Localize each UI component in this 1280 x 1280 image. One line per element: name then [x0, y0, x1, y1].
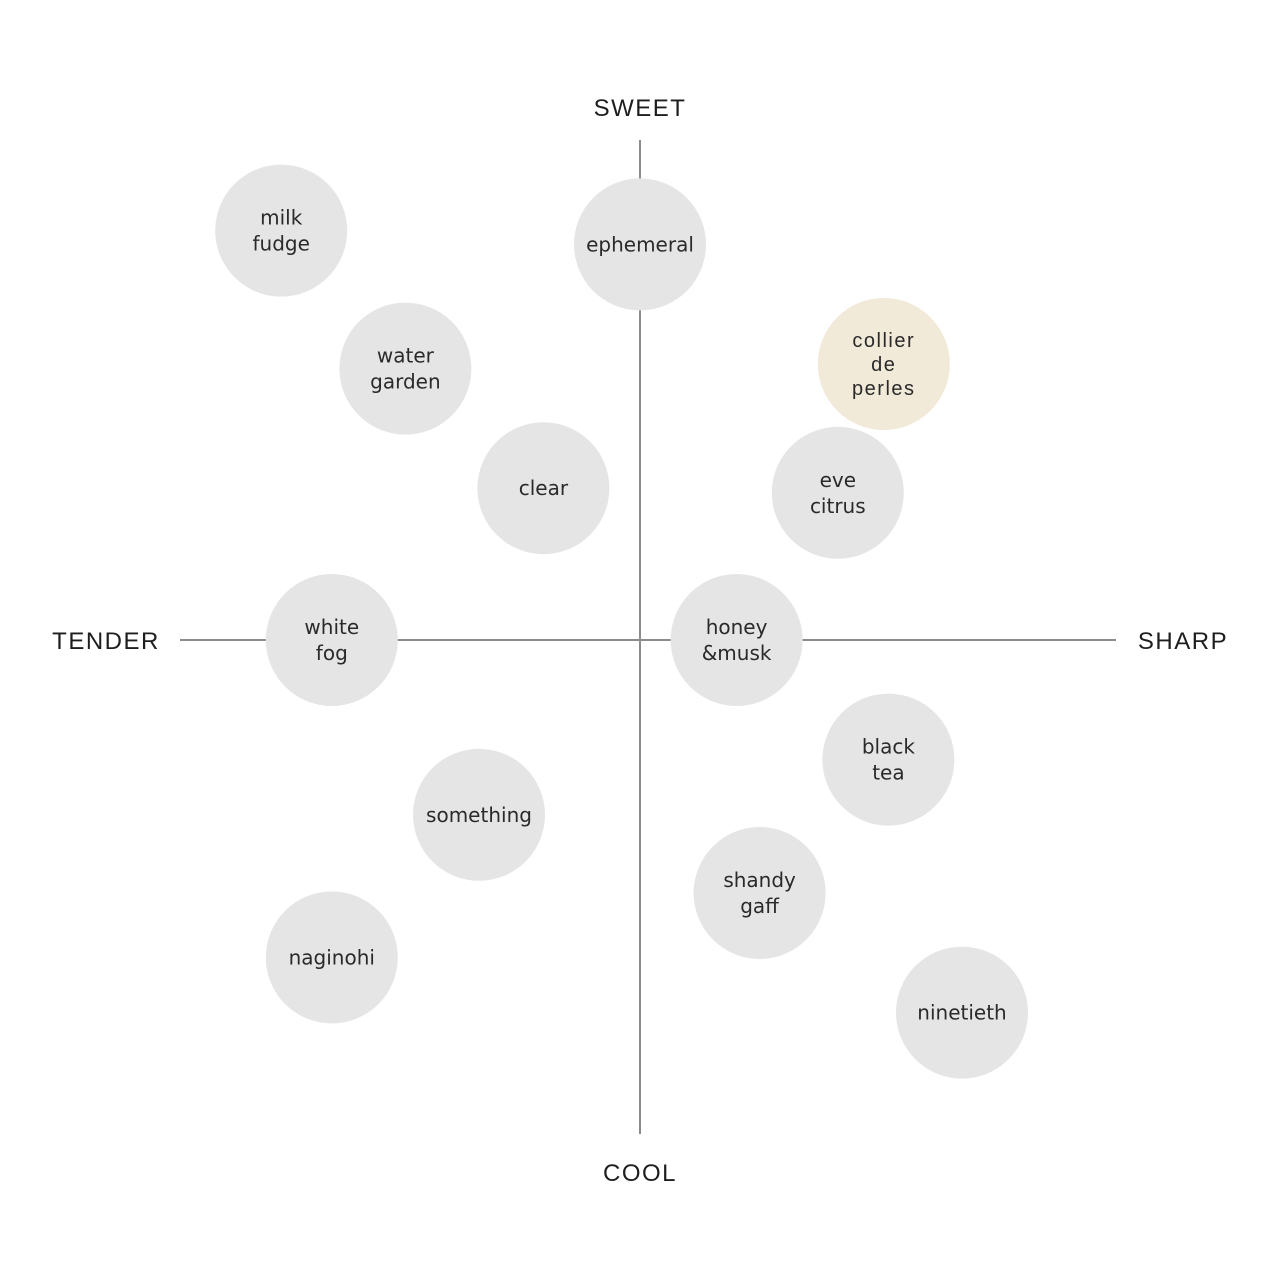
bubble-label-line: black [862, 735, 916, 759]
axis-label-tender: TENDER [52, 628, 160, 655]
bubble-milk-fudge [215, 164, 348, 297]
bubble-label-line: collier [852, 330, 915, 352]
bubble-label-line: tea [872, 761, 904, 785]
bubble-label-line: fog [316, 641, 348, 665]
bubble-label-line: citrus [810, 494, 866, 518]
bubble-label-ninetieth: ninetieth [917, 1001, 1006, 1025]
bubble-label-line: &musk [702, 641, 772, 665]
bubble-something [413, 748, 545, 881]
bubble-label-honey-musk: honey&musk [702, 615, 772, 665]
bubble-label-line: shandy [723, 868, 796, 892]
bubble-label-line: gaff [740, 894, 780, 918]
bubble-label-line: clear [519, 476, 569, 500]
bubble-ninetieth [896, 946, 1028, 1079]
bubble-label-line: white [304, 615, 359, 639]
bubble-label-line: honey [706, 615, 768, 639]
bubble-label-line: perles [852, 378, 915, 400]
bubble-water-garden [339, 302, 472, 435]
bubble-label-something: something [426, 803, 532, 827]
bubble-label-line: fudge [252, 232, 309, 256]
bubble-honey-musk [670, 574, 803, 706]
bubble-label-naginohi: naginohi [289, 945, 375, 969]
bubble-label-clear: clear [519, 476, 569, 500]
axis-label-sharp: SHARP [1138, 628, 1228, 655]
bubble-white-fog [265, 574, 398, 706]
bubble-label-line: water [377, 344, 435, 368]
bubble-clear [477, 422, 610, 555]
bubble-shandy-gaff [693, 827, 826, 959]
bubble-label-line: ninetieth [917, 1001, 1006, 1025]
bubble-naginohi [265, 891, 398, 1024]
bubble-label-line: something [426, 803, 532, 827]
bubble-label-line: de [871, 354, 896, 376]
axis-label-sweet: SWEET [594, 95, 687, 122]
bubble-label-line: eve [820, 468, 856, 492]
axis-label-cool: COOL [603, 1160, 677, 1187]
bubble-label-ephemeral: ephemeral [586, 232, 694, 256]
bubble-label-line: garden [370, 370, 441, 394]
bubble-black-tea [822, 693, 955, 826]
bubble-ephemeral [574, 178, 706, 311]
bubble-label-line: ephemeral [586, 232, 694, 256]
bubble-collier-de-perles [817, 298, 950, 430]
bubble-eve-citrus [771, 426, 904, 559]
bubble-label-line: naginohi [289, 945, 375, 969]
bubble-label-line: milk [260, 206, 303, 230]
